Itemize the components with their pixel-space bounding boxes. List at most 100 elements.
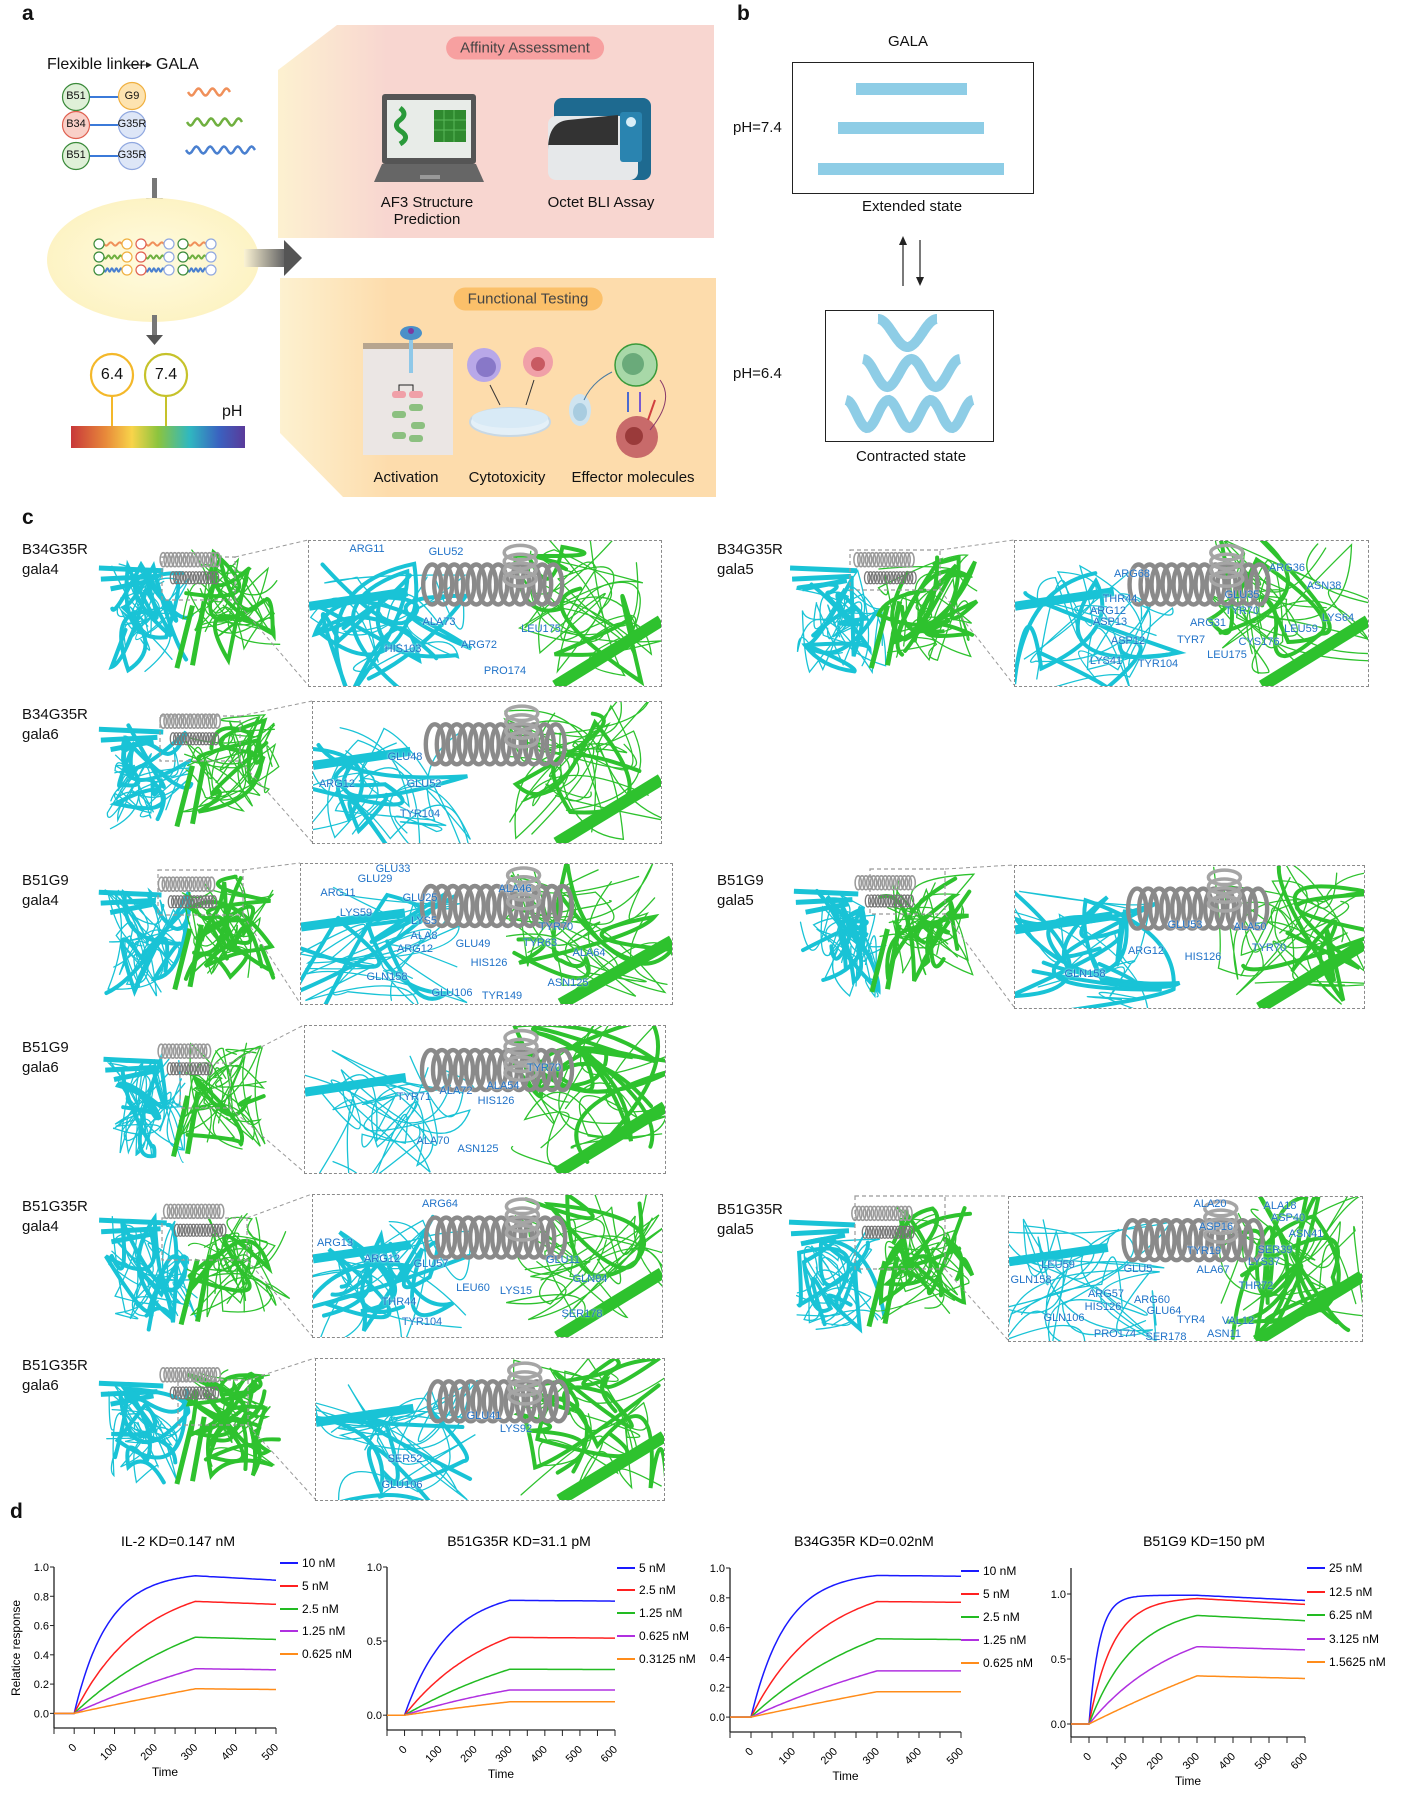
residue-label: ASP40: [1270, 1212, 1306, 1224]
series-line: [730, 1670, 961, 1718]
residue-label: TYR7: [1176, 634, 1206, 646]
beta-sheet: [174, 600, 207, 669]
residue-label: GLU41: [466, 1410, 502, 1422]
gala-variant: gala4: [22, 561, 59, 578]
residue-label: ARG12: [363, 1253, 401, 1265]
chain-a-ribbon: [109, 723, 166, 822]
linker-arrow-head: [146, 62, 152, 68]
ph-value-6-4: 6.4: [100, 366, 124, 383]
construct-name: B51G35R: [22, 1198, 88, 1215]
chain-b-ribbon: [517, 541, 661, 653]
extended-helix-bar: [818, 163, 1004, 175]
residue-label: TYR70: [1224, 605, 1260, 617]
chain-a-ribbon: [111, 1220, 179, 1320]
gala-helix: [505, 866, 542, 911]
residue-label: LEU60: [456, 1282, 490, 1294]
residue-label: ALA70: [416, 1135, 450, 1147]
library-domain: [121, 238, 133, 250]
y-tick-label: 0.2: [34, 1679, 49, 1691]
equilibrium-arrows-icon: [899, 236, 924, 286]
library-domain: [135, 238, 147, 250]
x-tick-label: 400: [219, 1742, 240, 1763]
library-linker: [103, 267, 123, 273]
chain-b-ribbon: [900, 563, 958, 653]
series-line: [387, 1701, 615, 1716]
extended-helix-bar: [856, 83, 967, 95]
legend-label: 25 nM: [1329, 1561, 1362, 1575]
chain-a-ribbon: [313, 739, 471, 840]
legend-label: 0.625 nM: [639, 1629, 689, 1643]
chain-a-ribbon: [309, 576, 439, 663]
chain-a-ribbon: [1015, 571, 1172, 685]
gala-helix: [419, 883, 575, 929]
chain-a-ribbon: [840, 894, 888, 959]
construct-left-domain: B51: [66, 149, 86, 161]
residue-label: ARG72: [460, 639, 498, 651]
residue-label: GLN158: [1010, 1274, 1052, 1286]
construct-name: B51G9: [22, 1039, 69, 1056]
residue-label: HIS126: [470, 957, 508, 969]
residue-label: ALA8: [410, 930, 438, 942]
residue-label: GLN94: [572, 1273, 608, 1285]
chain-b-ribbon: [545, 741, 661, 821]
residue-label: THR44: [1102, 593, 1138, 605]
residue-label: TYR104: [401, 1316, 443, 1328]
chain-b-ribbon: [526, 1026, 661, 1139]
residue-label: LYS59: [339, 907, 373, 919]
series-line: [1071, 1597, 1306, 1725]
residue-label: SER52: [387, 1453, 423, 1465]
x-axis-label: Time: [152, 1765, 179, 1779]
library-domain: [177, 264, 189, 276]
chain-b-ribbon: [526, 1359, 661, 1414]
gala-helix: [1206, 868, 1243, 913]
x-tick-label: 300: [493, 1744, 514, 1765]
chain-a-ribbon: [1009, 1259, 1165, 1341]
chain-b-ribbon: [1240, 876, 1364, 987]
chain-b-ribbon: [182, 549, 281, 645]
x-tick-label: 0: [1081, 1751, 1094, 1764]
gala-variant: gala5: [717, 892, 754, 909]
residue-label: LEU175: [521, 623, 561, 635]
residue-label: ALA20: [1193, 1198, 1227, 1210]
gala-title: GALA: [887, 33, 929, 50]
gala-linker-waves: [184, 87, 257, 155]
residue-label: THR44: [381, 1296, 417, 1308]
chain-a-ribbon: [108, 1390, 178, 1450]
chain-a-ribbon: [353, 573, 465, 673]
residue-label: ARG13: [316, 1237, 354, 1249]
chain-a-ribbon: [388, 1240, 455, 1318]
residue-label: ASP12: [1110, 635, 1146, 647]
residue-label: SER39: [1257, 1244, 1293, 1256]
x-axis-label: Time: [488, 1767, 515, 1781]
chain-b-ribbon: [538, 1405, 662, 1490]
residue-label: LYS41: [1089, 655, 1123, 667]
gala-helix: [157, 1043, 212, 1059]
construct-right-domain: G35R: [117, 149, 147, 161]
chain-b-ribbon: [891, 555, 975, 646]
x-tick-label: 0: [397, 1744, 410, 1757]
interface-structure: [309, 541, 661, 686]
library-domain: [205, 251, 217, 263]
residue-label: ALA64: [572, 947, 606, 959]
series-line: [1071, 1594, 1306, 1725]
legend-label: 2.5 nM: [983, 1610, 1020, 1624]
residue-label: ASN125: [547, 977, 589, 989]
x-tick-label: 500: [1253, 1751, 1274, 1772]
chain-a-ribbon: [125, 1388, 189, 1485]
contracted-helix: [877, 314, 938, 352]
gala-label: GALA: [156, 56, 199, 73]
residue-label: TYR4: [1176, 1314, 1206, 1326]
chain-a-ribbon: [1056, 592, 1174, 686]
gala-helix: [507, 1361, 543, 1406]
series-line: [1071, 1614, 1306, 1725]
series-line: [54, 1600, 277, 1715]
y-axis-label: Relatice response: [9, 1600, 23, 1696]
residue-label: LEU175: [1207, 649, 1247, 661]
residue-label: ASN38: [1306, 580, 1342, 592]
chain-b-ribbon: [1242, 1197, 1360, 1289]
